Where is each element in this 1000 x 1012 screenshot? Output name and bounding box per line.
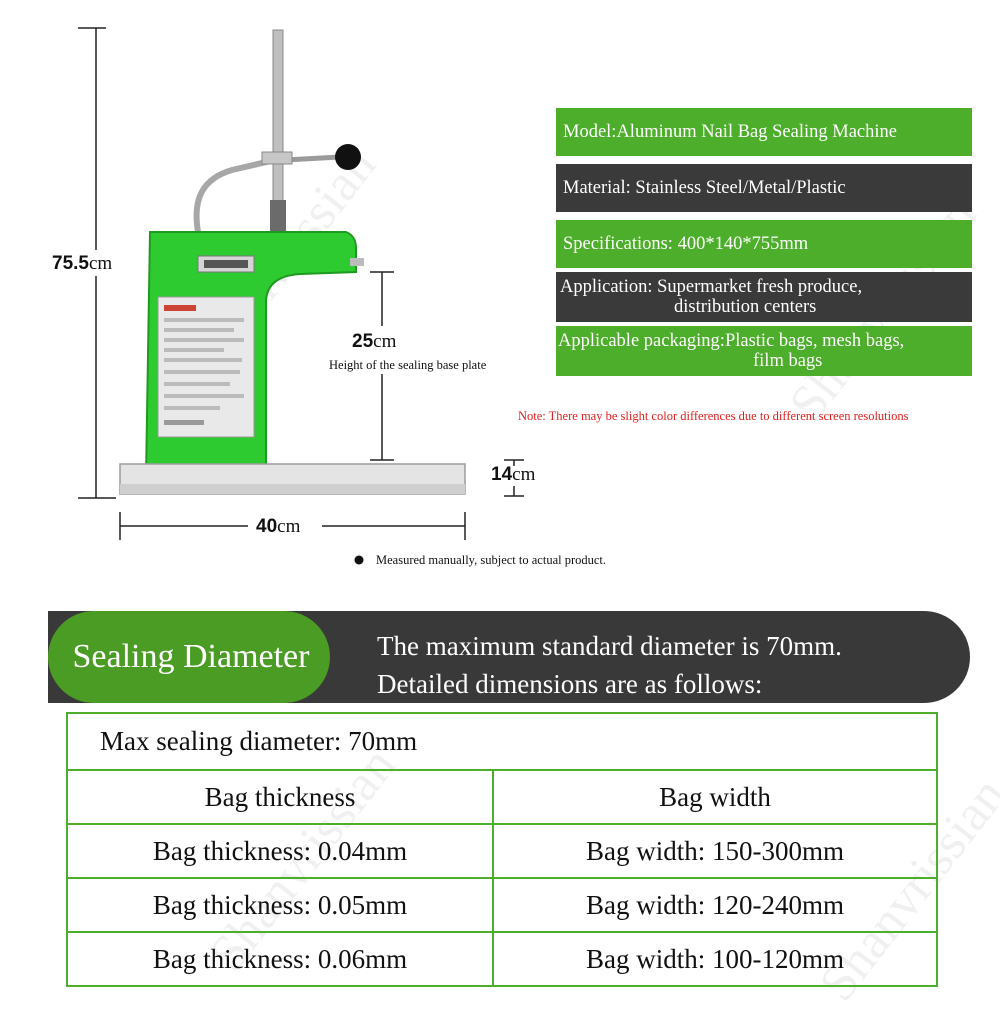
spec-packaging-line2: film bags [753, 351, 823, 371]
header-bag-width: Bag width [492, 769, 938, 825]
sealing-spec-table: Max sealing diameter: 70mm Bag thickness… [66, 712, 938, 987]
table-row: Bag thickness: 0.05mm Bag width: 120-240… [66, 877, 938, 933]
measure-note: Measured manually, subject to actual pro… [376, 553, 607, 567]
table-row: Bag thickness: 0.04mm Bag width: 150-300… [66, 823, 938, 879]
spec-application: Application: Supermarket fresh produce, … [556, 272, 972, 322]
width-cell: Bag width: 100-120mm [492, 931, 938, 987]
height-value: 75.5 [52, 253, 89, 274]
width-unit: cm [277, 516, 301, 537]
spec-material-text: Material: Stainless Steel/Metal/Plastic [563, 177, 846, 198]
table-row: Bag thickness: 0.06mm Bag width: 100-120… [66, 931, 938, 987]
spec-specifications-text: Specifications: 400*140*755mm [563, 233, 809, 254]
width-cell: Bag width: 120-240mm [492, 877, 938, 933]
thickness-cell: Bag thickness: 0.05mm [66, 877, 494, 933]
thickness-cell: Bag thickness: 0.04mm [66, 823, 494, 879]
spec-model: Model:Aluminum Nail Bag Sealing Machine [556, 108, 972, 156]
spec-model-text: Model:Aluminum Nail Bag Sealing Machine [563, 121, 897, 142]
height-unit: cm [88, 253, 113, 274]
spec-packaging: Applicable packaging:Plastic bags, mesh … [556, 326, 972, 376]
base-plate-dimension-label: 25cm [352, 331, 396, 353]
width-value: 40 [256, 516, 278, 537]
color-note: Note: There may be slight color differen… [518, 409, 909, 423]
banner-line1: The maximum standard diameter is 70mm. [377, 631, 842, 661]
thickness-cell: Bag thickness: 0.06mm [66, 931, 494, 987]
base-plate-caption: Height of the sealing base plate [329, 358, 487, 372]
spec-material: Material: Stainless Steel/Metal/Plastic [556, 164, 972, 212]
thickness-value: 14 [491, 464, 513, 485]
product-diagram [78, 27, 524, 565]
base-plate-value: 25 [352, 331, 374, 352]
header-bag-thickness: Bag thickness [66, 769, 494, 825]
banner-line2: Detailed dimensions are as follows: [377, 669, 763, 699]
table-title-row: Max sealing diameter: 70mm [66, 712, 938, 771]
thickness-dimension-label: 14cm [491, 464, 535, 486]
thickness-unit: cm [512, 464, 536, 485]
height-dimension-label: 75.5cm [52, 253, 112, 275]
sealing-diameter-label: Sealing Diameter [48, 611, 330, 703]
spec-application-line2: distribution centers [674, 297, 817, 317]
spec-application-line1: Application: Supermarket fresh produce, [560, 276, 863, 297]
table-title: Max sealing diameter: 70mm [66, 712, 938, 771]
table-header-row: Bag thickness Bag width [66, 769, 938, 825]
spec-specifications: Specifications: 400*140*755mm [556, 220, 972, 268]
width-dimension-label: 40cm [256, 516, 300, 538]
spec-packaging-line1: Applicable packaging:Plastic bags, mesh … [558, 330, 905, 351]
banner-description: The maximum standard diameter is 70mm. D… [377, 627, 842, 703]
base-plate-unit: cm [373, 331, 397, 352]
width-cell: Bag width: 150-300mm [492, 823, 938, 879]
